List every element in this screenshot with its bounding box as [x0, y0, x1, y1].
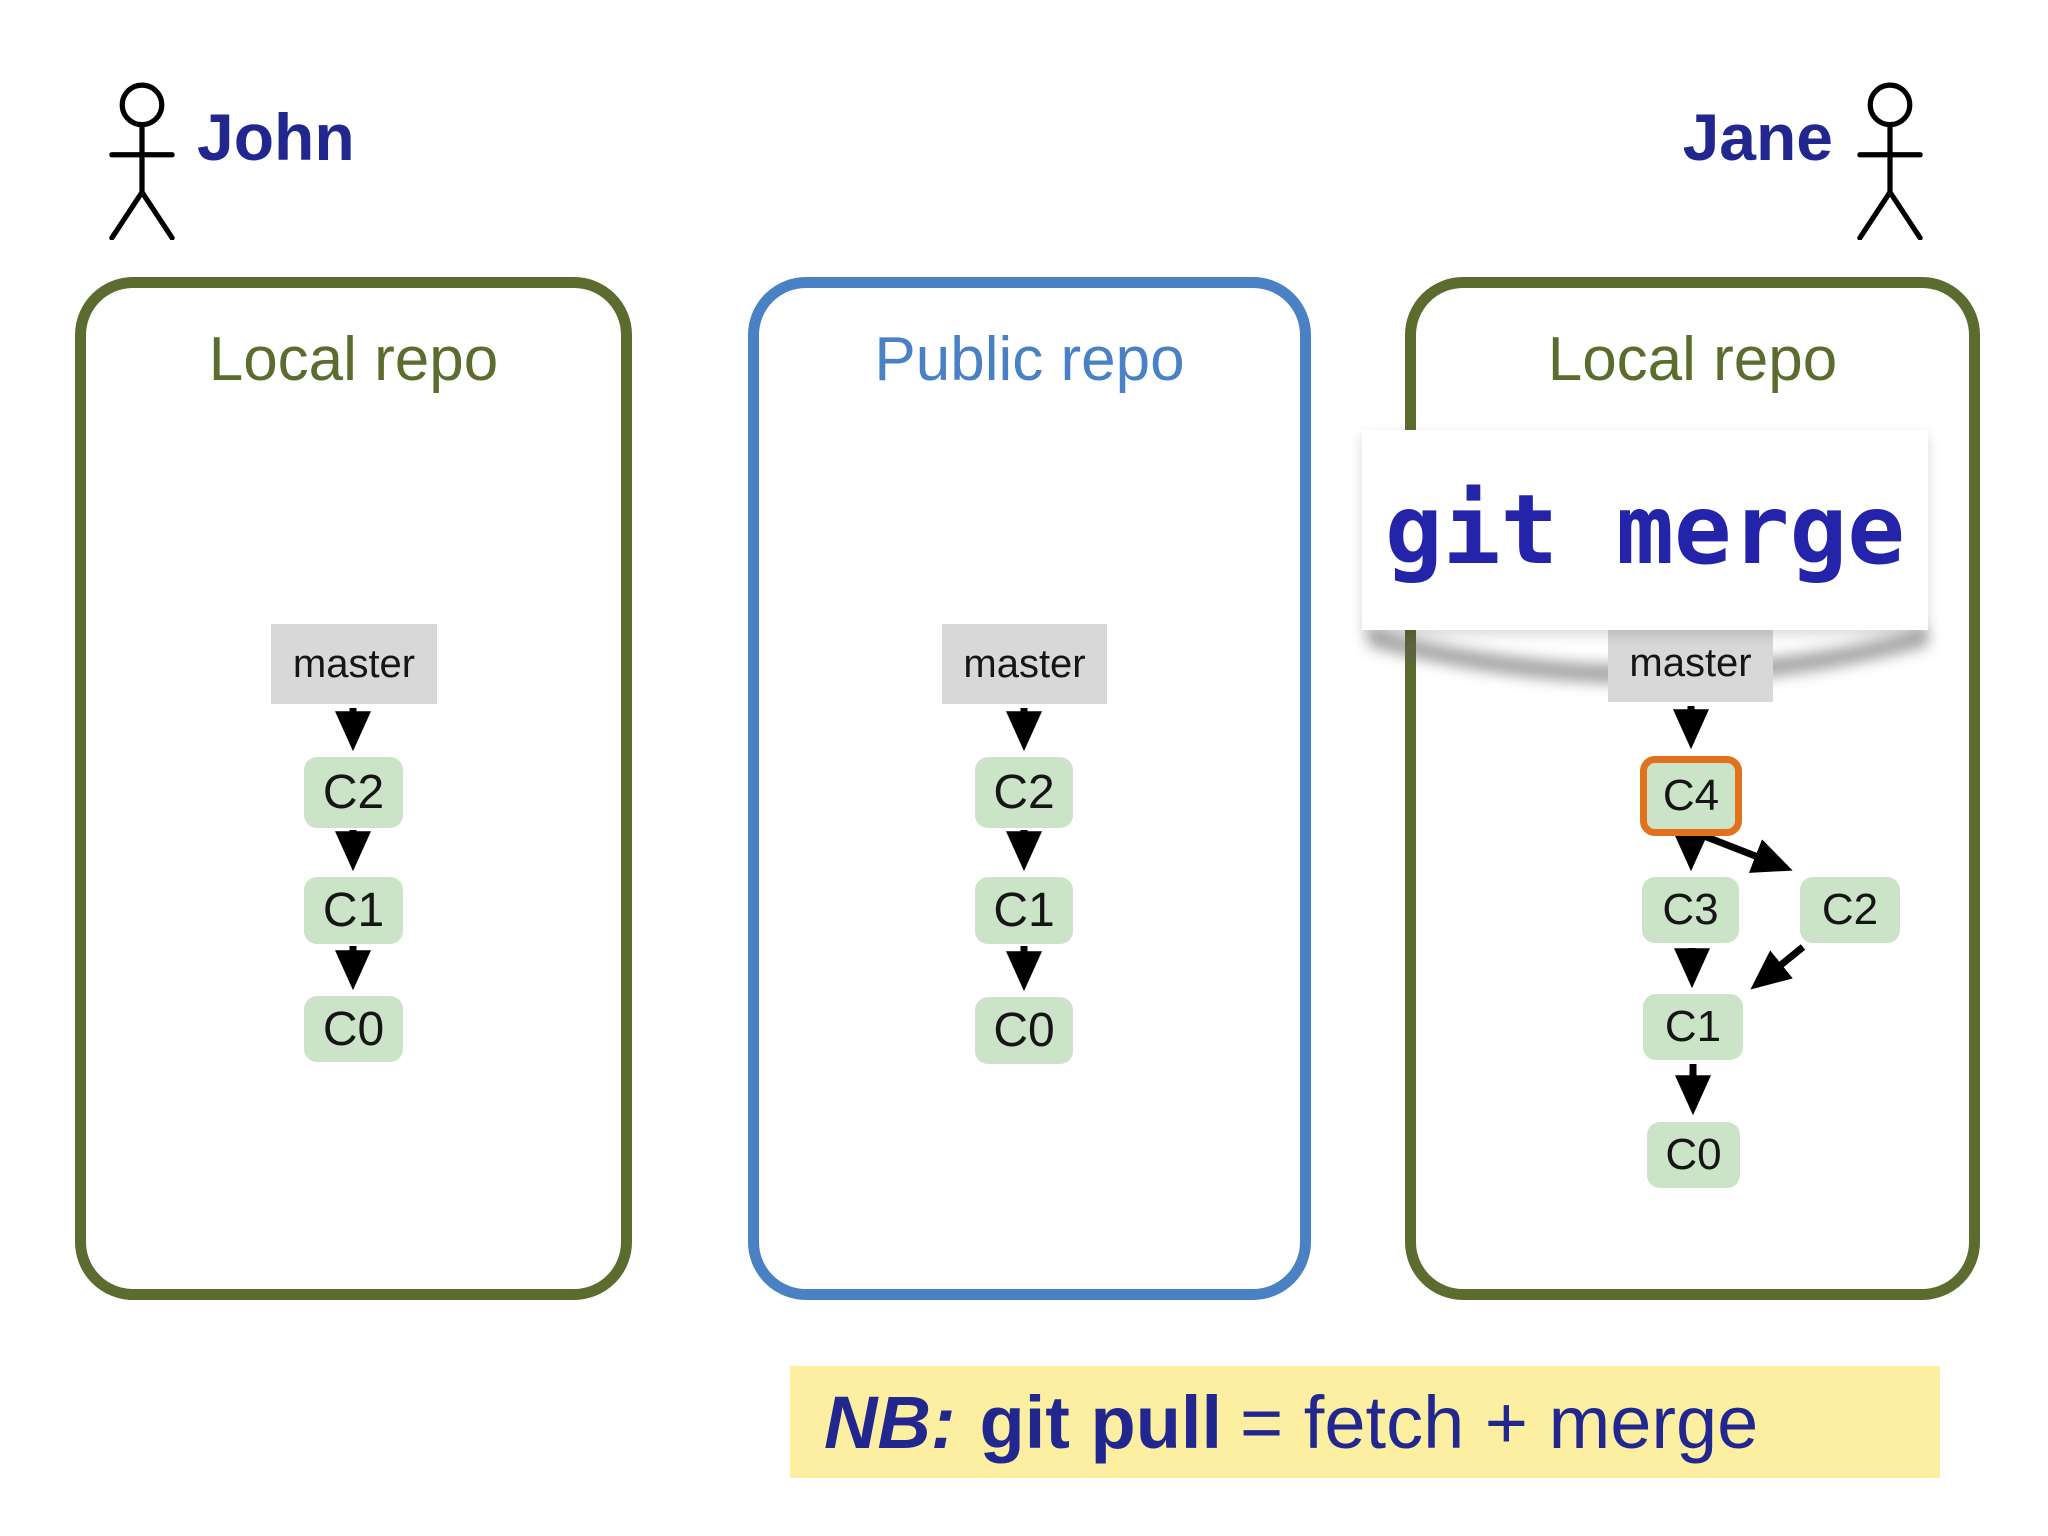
commit-node-c2: C2 [975, 757, 1073, 828]
commit-node-c0: C0 [1647, 1122, 1740, 1188]
jane-stick-figure-icon [1857, 82, 1923, 240]
repo-box-jane-local: Local repo [1405, 277, 1980, 1300]
repo-box-john-local: Local repo [75, 277, 632, 1300]
commit-node-c1: C1 [975, 877, 1073, 944]
john-stick-figure-icon [109, 82, 175, 240]
repo-box-public: Public repo [748, 277, 1311, 1300]
note-bar: NB: git pull = fetch + merge [790, 1366, 1940, 1478]
commit-node-c0: C0 [304, 996, 403, 1062]
commit-node-c2: C2 [1800, 877, 1900, 943]
commit-node-c0: C0 [975, 997, 1073, 1064]
repo-title: Local repo [1547, 325, 1838, 394]
commit-node-c4-highlighted: C4 [1640, 756, 1742, 836]
branch-label-master: master [271, 624, 437, 704]
branch-label-master: master [942, 624, 1107, 704]
commit-node-c1: C1 [1643, 994, 1743, 1060]
git-merge-command-text: git merge [1384, 474, 1906, 586]
actor-name-jane: Jane [1682, 100, 1833, 174]
git-merge-banner: git merge [1362, 430, 1928, 630]
note-prefix: NB: [824, 1380, 956, 1464]
actor-name-john: John [197, 100, 355, 174]
note-command: git pull [979, 1380, 1223, 1464]
commit-node-c3: C3 [1642, 877, 1739, 943]
branch-label-master: master [1608, 624, 1773, 702]
commit-node-c1: C1 [304, 877, 403, 944]
note-suffix: = fetch + merge [1240, 1380, 1759, 1464]
commit-node-c2: C2 [304, 757, 403, 828]
repo-title: Public repo [874, 325, 1185, 394]
repo-title: Local repo [208, 325, 499, 394]
